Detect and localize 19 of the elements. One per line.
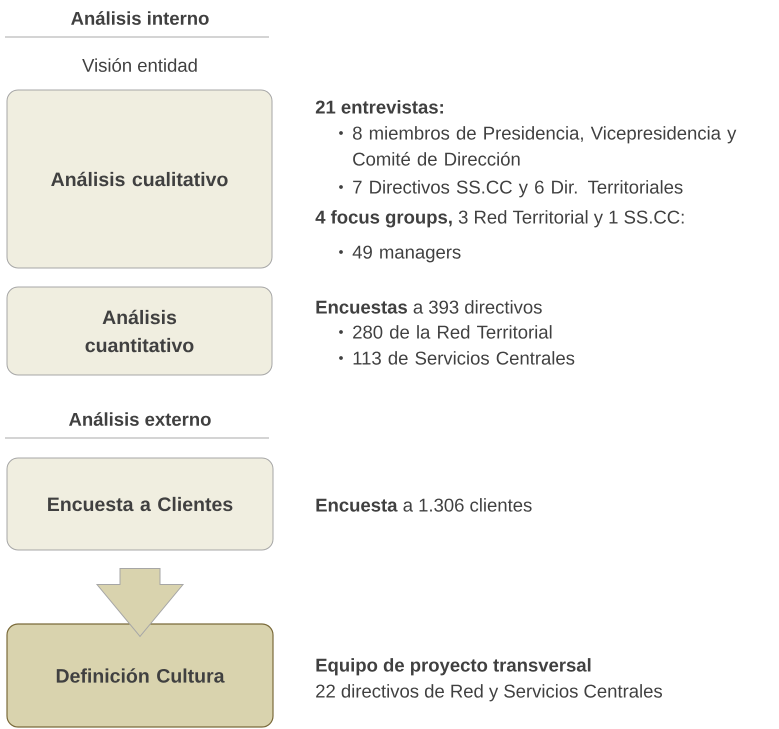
bullet-item: 49 managers xyxy=(339,246,461,262)
bullet-item: 8 miembros de Presidencia, Vicepresidencia y Comité de Dirección xyxy=(339,126,736,166)
description-text: 21 entrevistas: xyxy=(316,100,443,114)
process-box: Análisis cuantitativo xyxy=(6,286,272,376)
description-text: Equipo de proyecto transversal xyxy=(316,658,590,676)
process-box: Encuesta a Clientes xyxy=(6,458,274,550)
bullet-item: 113 de Servicios Centrales xyxy=(339,351,574,365)
description-text: Encuesta a 1.306 clientes xyxy=(316,498,532,512)
section-heading: Análisis externo xyxy=(69,412,211,426)
process-box: Definición Cultura xyxy=(6,623,274,728)
block-arrow xyxy=(96,568,184,638)
section-heading: Análisis interno xyxy=(71,11,209,25)
description-text: Encuestas a 393 directivos xyxy=(316,300,542,314)
process-box: Análisis cualitativo xyxy=(6,90,272,268)
bullet-item: 7 Directivos SS.CC y 6 Dir. Territoriales xyxy=(339,180,683,198)
bullet-item: 280 de la Red Territorial xyxy=(339,325,552,339)
subheading: Visión entidad xyxy=(82,58,197,72)
description-text: 4 focus groups, 3 Red Territorial y 1 SS.CC: xyxy=(315,210,684,228)
description-text: 22 directivos de Red y Servicios Centrales xyxy=(316,684,662,702)
